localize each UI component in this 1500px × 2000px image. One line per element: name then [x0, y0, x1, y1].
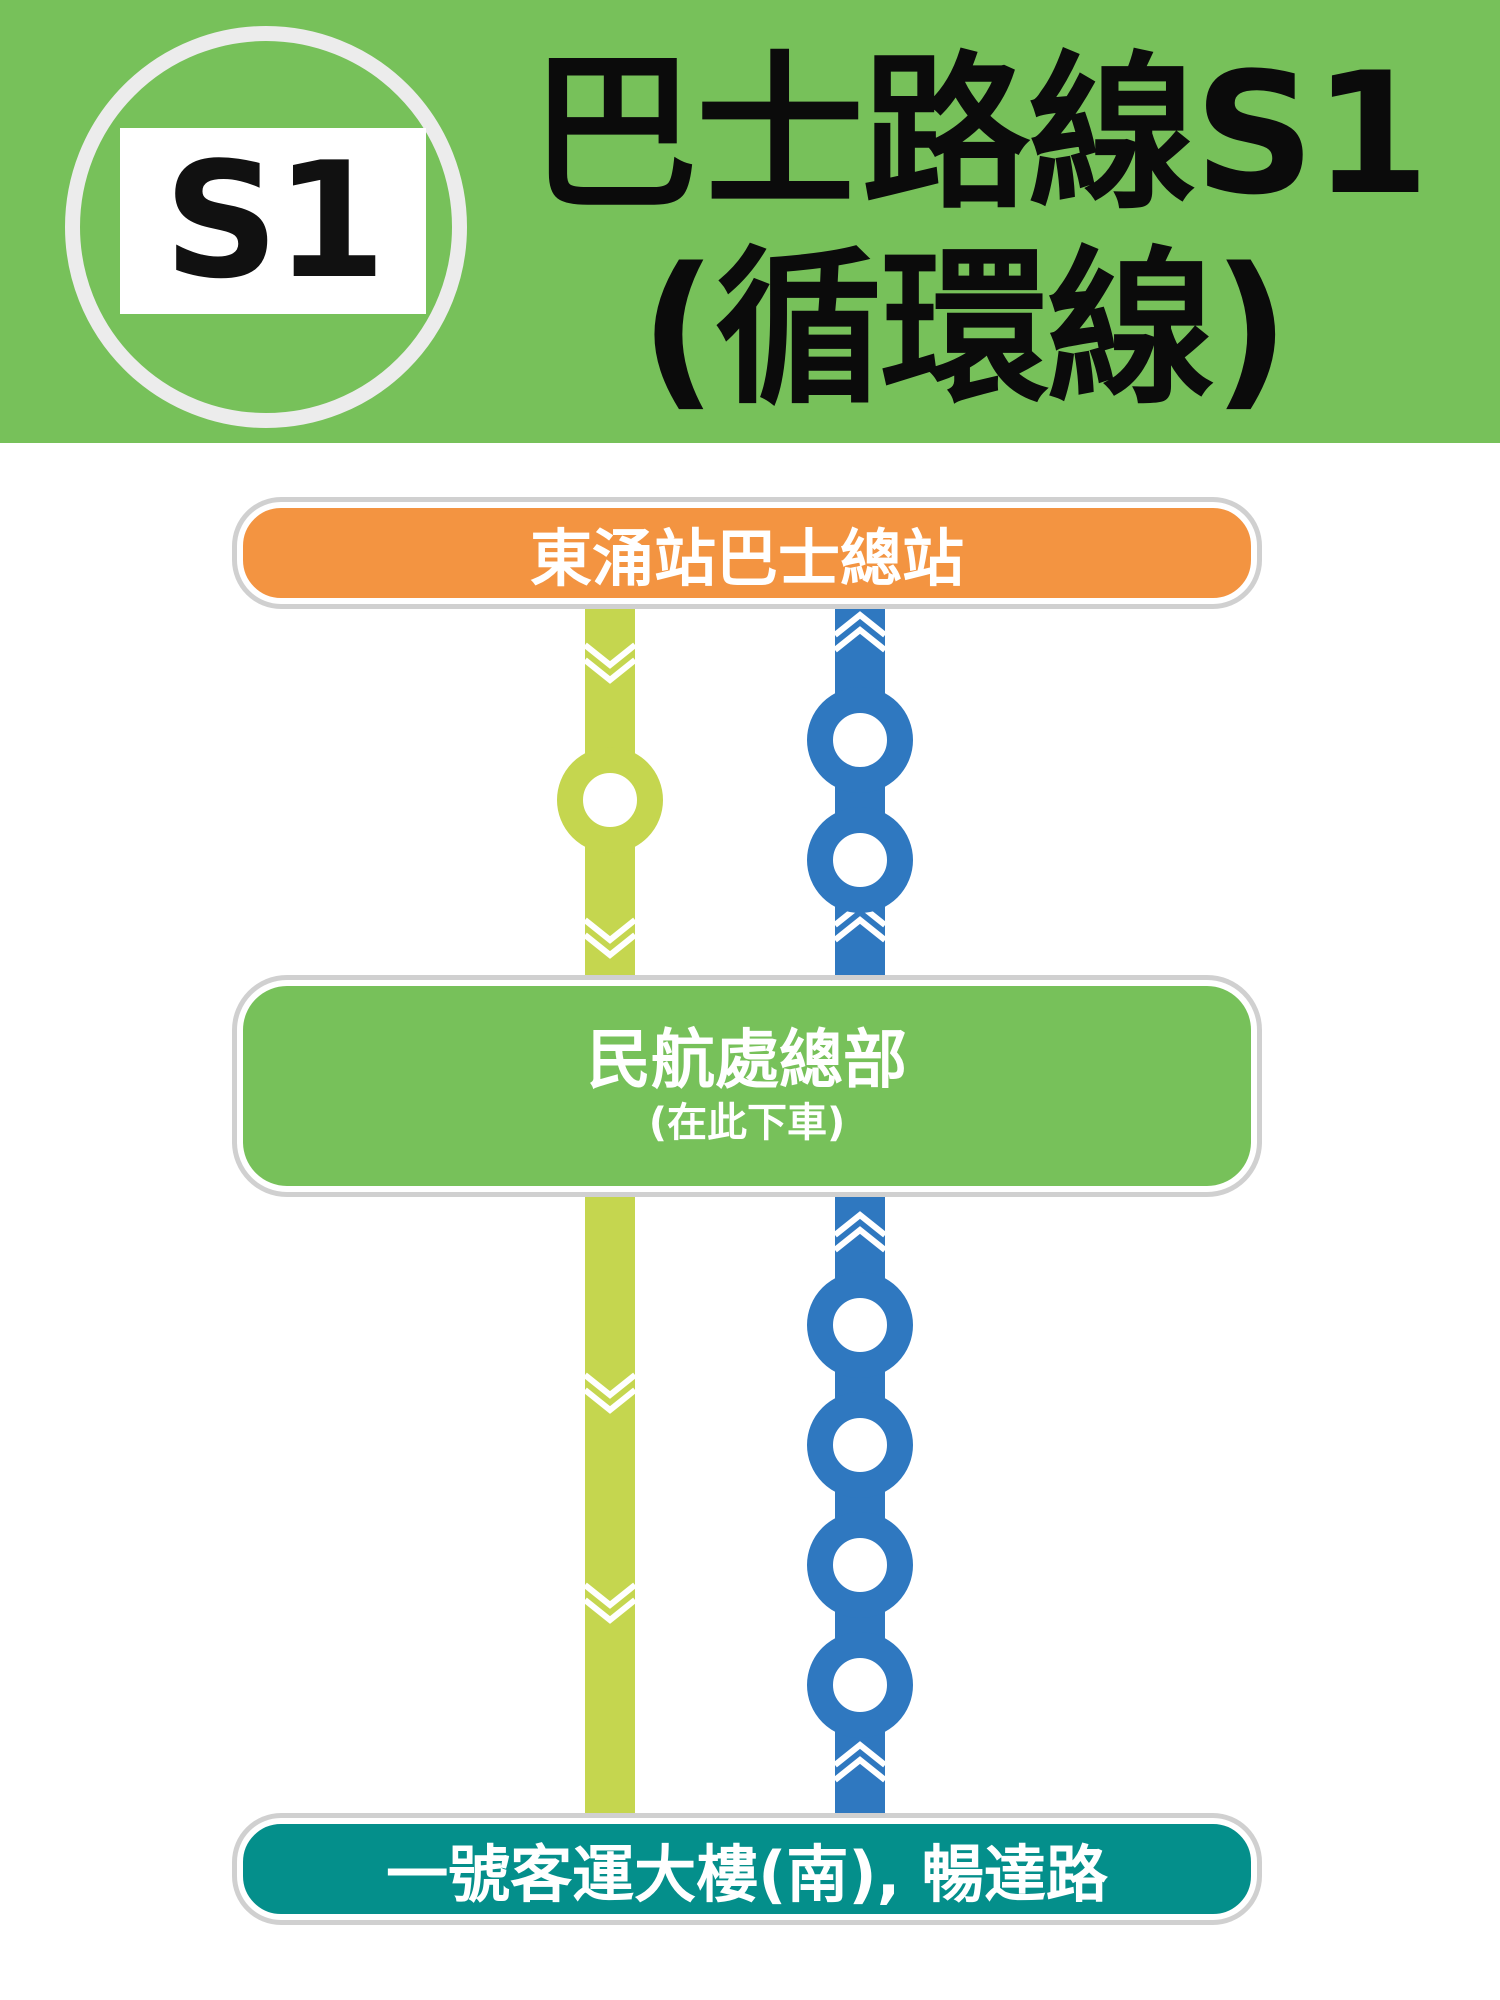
up-chevron-icon [833, 1211, 887, 1238]
station-end-label: 一號客運大樓(南), 暢達路 [386, 1838, 1108, 1911]
station-terminus-label: 東涌站巴士總站 [529, 522, 964, 595]
route-logo-badge: S1 [120, 128, 426, 314]
outbound-chevrons [583, 642, 637, 1624]
up-chevron-icon [833, 1741, 887, 1768]
down-chevron-icon [583, 1372, 637, 1399]
up-chevron-icon [833, 1756, 887, 1783]
inbound-stop-marker [807, 687, 913, 793]
station-alight: 民航處總部 (在此下車) [237, 980, 1257, 1192]
inbound-stop-marker [807, 1512, 913, 1618]
station-end: 一號客運大樓(南), 暢達路 [237, 1818, 1257, 1920]
down-chevron-icon [583, 1387, 637, 1414]
up-chevron-icon [833, 626, 887, 653]
down-chevron-icon [583, 1582, 637, 1609]
route-title: 巴士路線S1 [530, 36, 1430, 232]
up-chevron-icon [833, 1226, 887, 1253]
route-logo-label: S1 [163, 127, 387, 314]
up-chevron-icon [833, 611, 887, 638]
down-chevron-icon [583, 917, 637, 944]
up-chevron-icon [833, 916, 887, 943]
inbound-chevrons [833, 611, 887, 1783]
alight-here-note: (在此下車) [648, 1099, 846, 1146]
route-subtitle: (循環線) [640, 231, 1290, 427]
down-chevron-icon [583, 1597, 637, 1624]
inbound-stop-marker [807, 1272, 913, 1378]
down-chevron-icon [583, 932, 637, 959]
station-alight-label: 民航處總部 [587, 1024, 907, 1099]
down-chevron-icon [583, 642, 637, 669]
inbound-stop-marker [807, 807, 913, 913]
header-banner: S1 巴士路線S1 (循環線) [0, 0, 1500, 443]
down-chevron-icon [583, 657, 637, 684]
inbound-stop-marker [807, 1632, 913, 1738]
inbound-stop-marker [807, 1392, 913, 1498]
station-terminus: 東涌站巴士總站 [237, 502, 1257, 604]
outbound-stop-marker [557, 747, 663, 853]
